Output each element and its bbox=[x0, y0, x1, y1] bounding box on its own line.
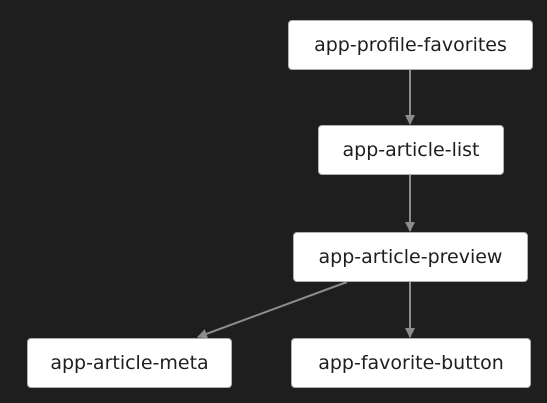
node-label: app-profile-favorites bbox=[314, 34, 507, 56]
node-label: app-favorite-button bbox=[318, 352, 504, 374]
node-label: app-article-list bbox=[342, 139, 480, 161]
node-label: app-article-meta bbox=[50, 352, 209, 374]
node-label: app-article-preview bbox=[318, 246, 503, 268]
node-app-article-list[interactable]: app-article-list bbox=[318, 125, 504, 175]
node-app-article-meta[interactable]: app-article-meta bbox=[27, 338, 232, 388]
node-app-profile-favorites[interactable]: app-profile-favorites bbox=[288, 20, 533, 70]
edge-article-preview-to-article-meta bbox=[197, 281, 348, 339]
node-app-article-preview[interactable]: app-article-preview bbox=[293, 232, 528, 282]
node-app-favorite-button[interactable]: app-favorite-button bbox=[291, 338, 531, 388]
